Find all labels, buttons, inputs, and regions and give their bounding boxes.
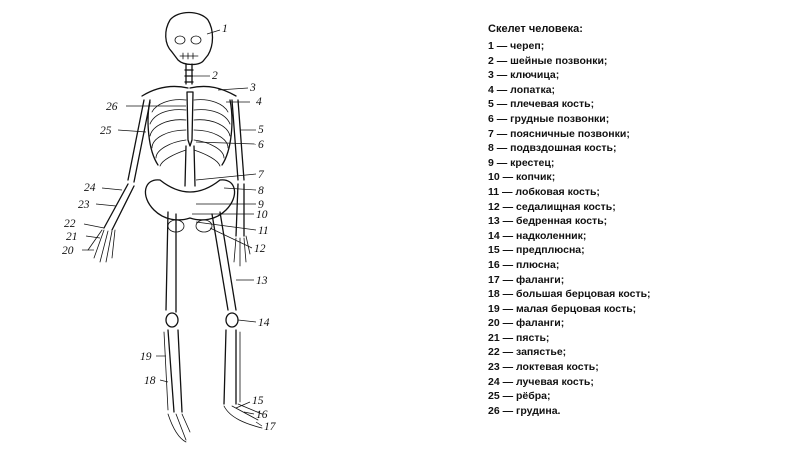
callout-15: 15 xyxy=(252,395,264,407)
left-tibia xyxy=(167,329,183,413)
callout-12: 12 xyxy=(254,243,266,255)
legend-item: 20 — фаланги; xyxy=(488,317,565,330)
ribcage-outline xyxy=(147,99,233,166)
legend-item: 25 — рёбра; xyxy=(488,390,551,403)
legend-item: 6 — грудные позвонки; xyxy=(488,112,610,125)
callout-13: 13 xyxy=(256,275,268,287)
legend-item: 19 — малая берцовая кость; xyxy=(488,302,637,315)
left-patella xyxy=(165,312,179,328)
callout-25: 25 xyxy=(100,125,112,137)
legend-item: 1 — череп; xyxy=(488,40,545,52)
legend-title: Скелет человека: xyxy=(488,23,583,35)
legend-item: 21 — пясть; xyxy=(488,331,550,344)
right-hand xyxy=(233,235,251,267)
legend-item: 9 — крестец; xyxy=(488,156,555,169)
callout-18: 18 xyxy=(144,375,156,387)
legend-item: 13 — бедренная кость; xyxy=(488,215,608,228)
legend-item: 14 — надколенник; xyxy=(488,229,587,242)
legend-item: 15 — предплюсна; xyxy=(488,244,585,257)
callout-7: 7 xyxy=(258,169,265,181)
callout-leaders xyxy=(82,29,263,427)
skull-teeth xyxy=(179,52,199,60)
callout-26: 26 xyxy=(106,101,118,113)
sternum-shape xyxy=(186,91,194,147)
callout-21: 21 xyxy=(66,231,78,243)
callout-9: 9 xyxy=(258,199,264,211)
cervical-spine-shape xyxy=(184,63,194,85)
callout-23: 23 xyxy=(78,199,90,211)
legend-item: 4 — лопатка; xyxy=(488,83,556,96)
ribs xyxy=(149,99,231,167)
left-femur xyxy=(165,211,177,313)
clavicle-shape xyxy=(141,85,237,97)
callout-6: 6 xyxy=(258,139,264,151)
legend: Скелет человека: 1 — череп; 2 — шейные п… xyxy=(488,22,788,418)
callout-1: 1 xyxy=(222,23,228,35)
legend-item: 5 — плечевая кость; xyxy=(488,98,595,111)
callout-4: 4 xyxy=(256,96,262,108)
legend-item: 16 — плюсна; xyxy=(488,258,560,271)
legend-item: 23 — локтевая кость; xyxy=(488,361,599,374)
callout-19: 19 xyxy=(140,351,152,363)
legend-item: 26 — грудина. xyxy=(488,404,561,417)
pelvis-shape xyxy=(144,179,236,221)
callout-22: 22 xyxy=(64,218,76,230)
callout-11: 11 xyxy=(258,225,269,237)
callout-24: 24 xyxy=(84,182,96,194)
left-humerus xyxy=(127,99,151,183)
callout-14: 14 xyxy=(258,317,270,329)
legend-item: 3 — ключица; xyxy=(488,69,560,82)
callout-numbers: 1 2 3 4 5 6 7 8 9 10 11 12 13 14 15 16 1… xyxy=(62,23,277,433)
left-fibula xyxy=(163,331,169,411)
skull-eye-right xyxy=(190,35,202,45)
callout-17: 17 xyxy=(264,421,277,433)
legend-item: 18 — большая берцовая кость; xyxy=(488,288,651,301)
right-tibia xyxy=(223,329,237,405)
legend-item: 10 — копчик; xyxy=(488,171,556,184)
callout-2: 2 xyxy=(212,70,218,82)
left-forearm xyxy=(103,183,135,231)
legend-item: 17 — фаланги; xyxy=(488,273,565,286)
right-humerus xyxy=(231,99,245,181)
spine-shape xyxy=(184,145,196,187)
callout-20: 20 xyxy=(62,245,74,257)
legend-item: 8 — подвздошная кость; xyxy=(488,142,617,155)
legend-item: 24 — лучевая кость; xyxy=(488,375,594,388)
skeleton-diagram: 1 2 3 4 5 6 7 8 9 10 11 12 13 14 15 16 1… xyxy=(62,11,277,443)
callout-10: 10 xyxy=(256,209,268,221)
right-patella xyxy=(225,312,239,328)
skull-eye-left xyxy=(174,35,186,45)
left-foot xyxy=(167,413,191,443)
callout-3: 3 xyxy=(249,82,256,94)
callout-5: 5 xyxy=(258,124,264,136)
callout-8: 8 xyxy=(258,185,264,197)
legend-item: 2 — шейные позвонки; xyxy=(488,54,608,67)
legend-item: 7 — поясничные позвонки; xyxy=(488,127,630,140)
legend-item: 11 — лобковая кость; xyxy=(488,185,600,198)
legend-item: 22 — запястье; xyxy=(488,346,567,359)
left-hand xyxy=(87,229,116,263)
legend-list: 1 — череп; 2 — шейные позвонки; 3 — ключ… xyxy=(488,39,788,418)
callout-16: 16 xyxy=(256,409,268,421)
pelvis-foramen-right xyxy=(195,219,213,233)
legend-item: 12 — седалищная кость; xyxy=(488,200,616,213)
skull-shape xyxy=(165,11,214,66)
